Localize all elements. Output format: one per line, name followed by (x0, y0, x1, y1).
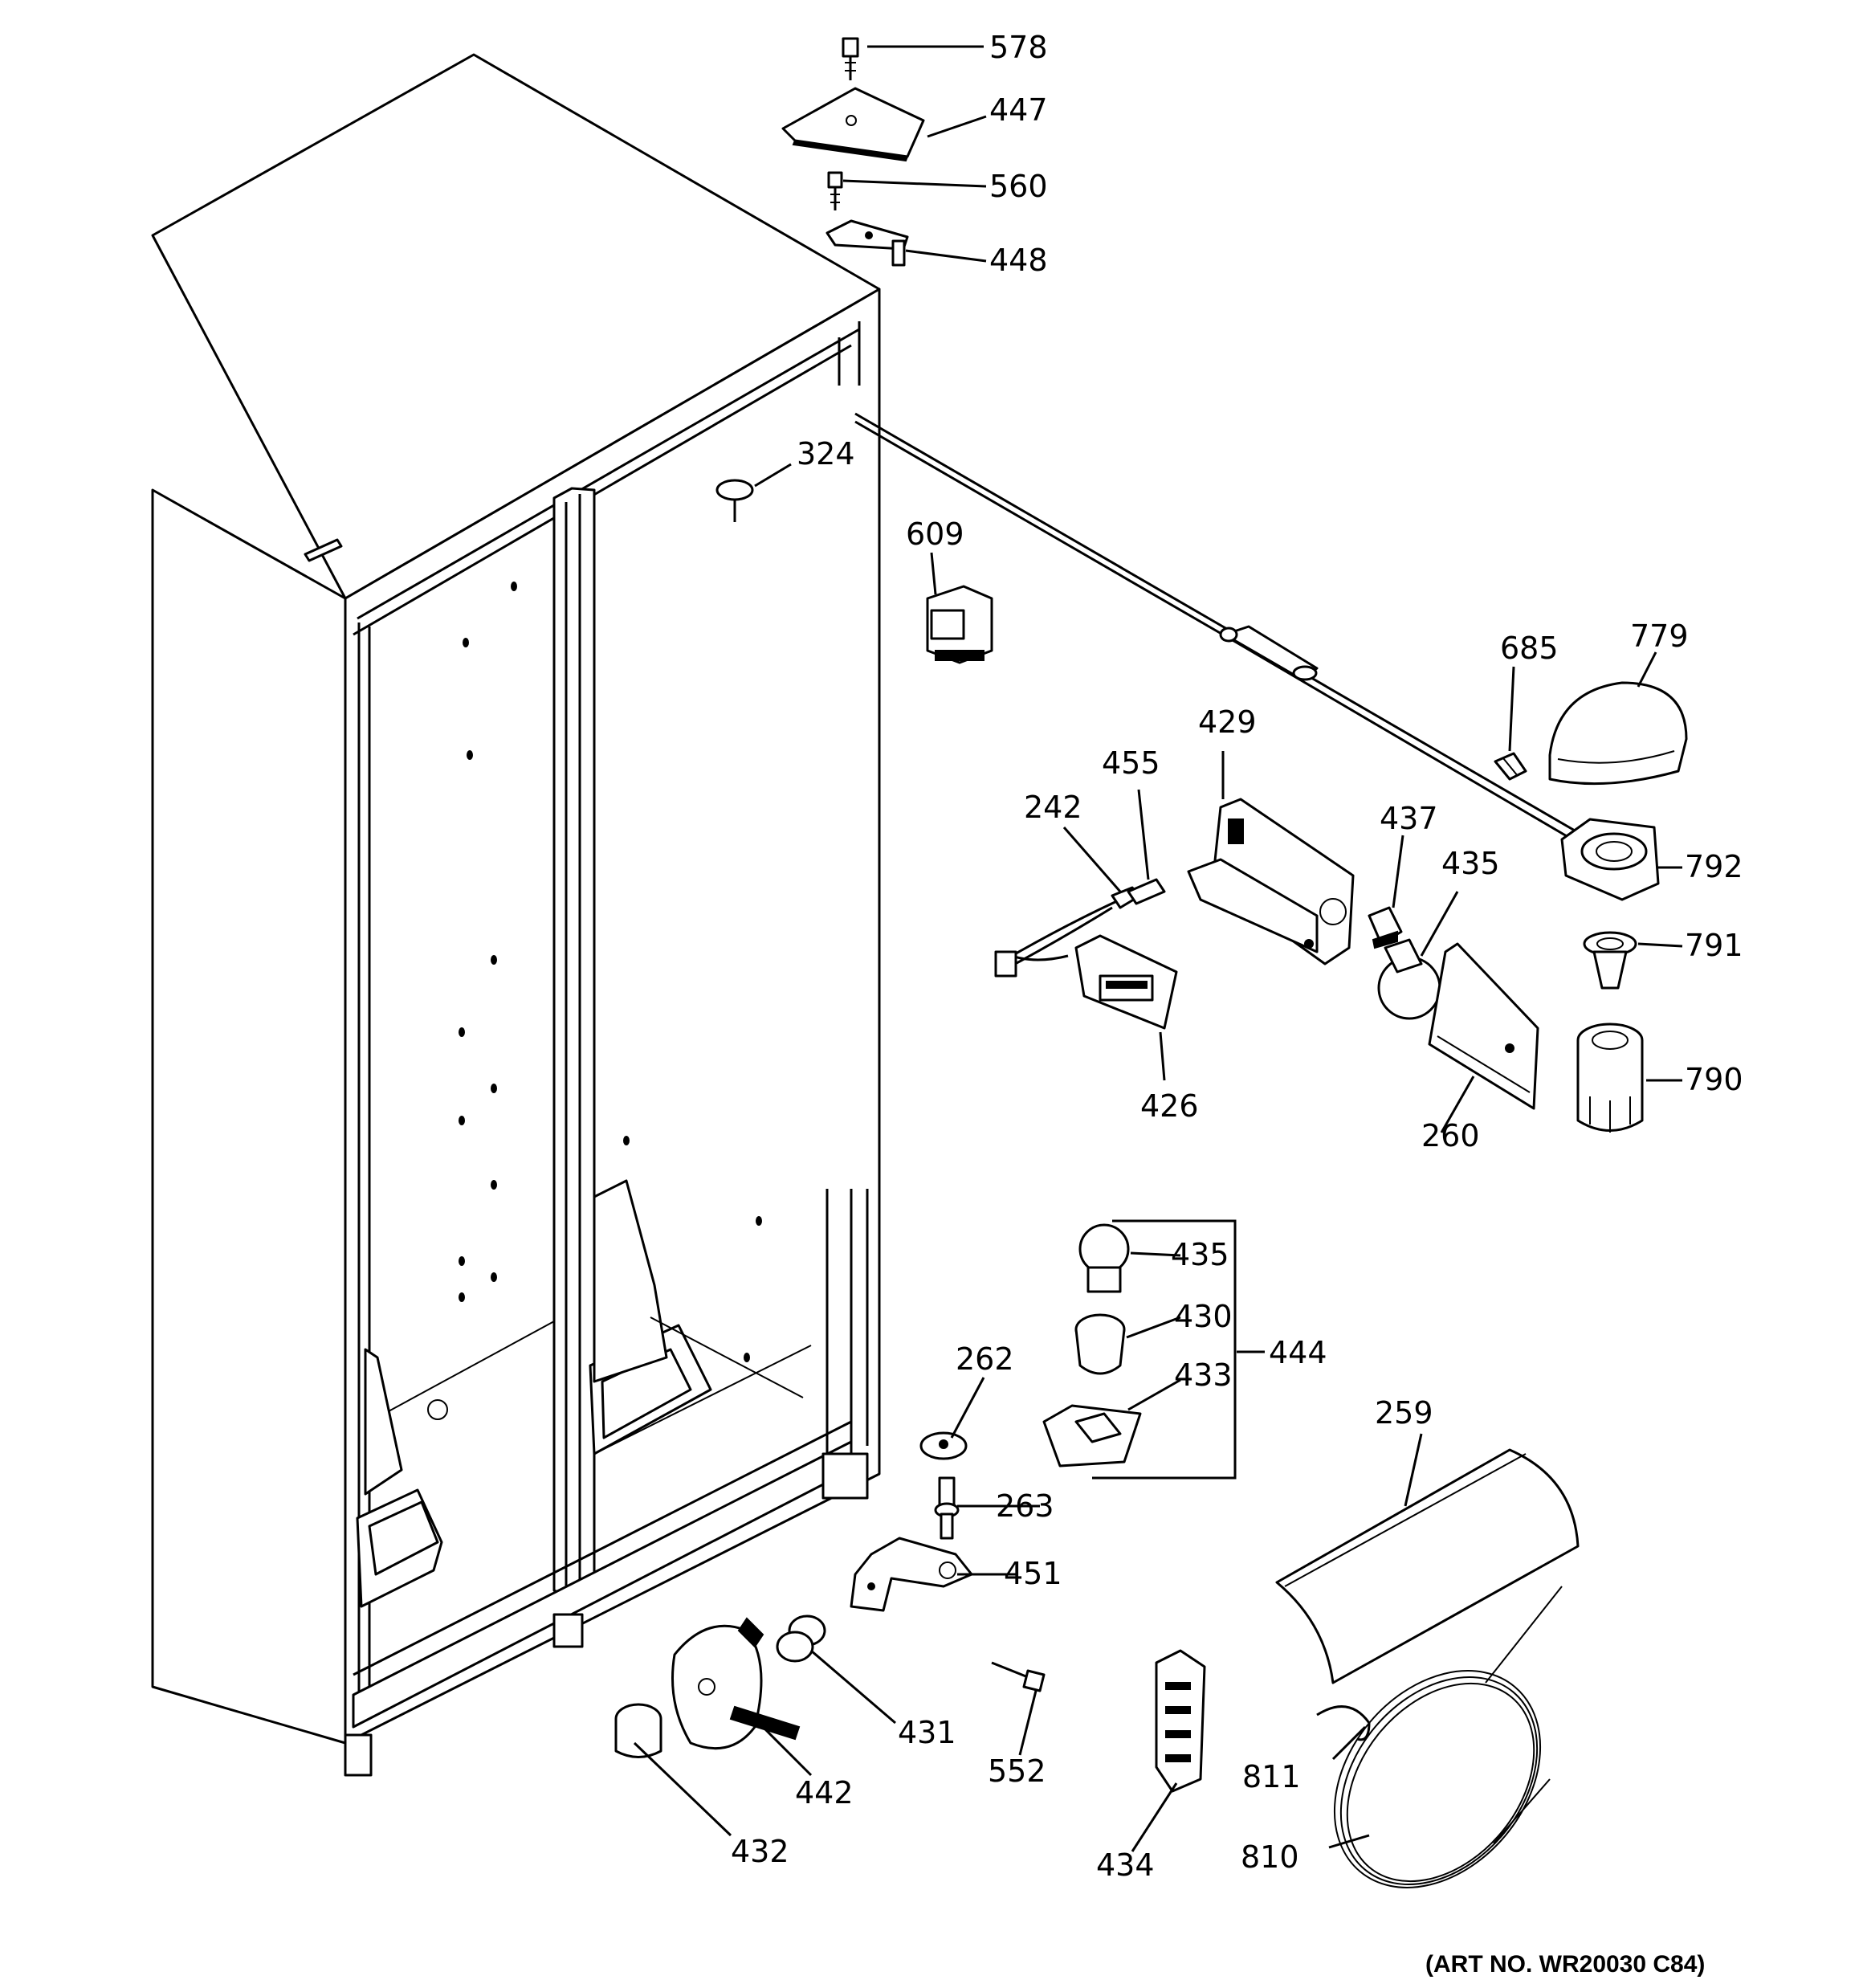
screw-552 (991, 1661, 1046, 1692)
callout-560: 560 (989, 169, 1048, 204)
callout-426: 426 (1140, 1088, 1199, 1124)
callout-435-upper: 435 (1441, 846, 1500, 881)
bushing-432 (614, 1703, 662, 1758)
hinge-cover-447 (781, 87, 925, 162)
callout-259: 259 (1375, 1395, 1433, 1431)
callout-455: 455 (1102, 745, 1160, 781)
callout-451: 451 (1004, 1556, 1062, 1591)
callout-811: 811 (1242, 1759, 1301, 1794)
callout-552: 552 (988, 1753, 1046, 1789)
clip-811 (1316, 1705, 1371, 1741)
cover-259 (1275, 1448, 1580, 1684)
callout-578: 578 (989, 30, 1048, 65)
callout-810: 810 (1241, 1839, 1299, 1875)
callout-260: 260 (1421, 1118, 1480, 1153)
callout-444: 444 (1269, 1335, 1327, 1370)
module-426 (1074, 934, 1178, 1030)
cap-790 (1576, 1023, 1644, 1133)
control-429 (1187, 798, 1355, 965)
hinge-451 (850, 1537, 973, 1612)
cam-442 (671, 1617, 801, 1750)
callout-433: 433 (1174, 1357, 1233, 1393)
screw-685 (1494, 752, 1527, 781)
light-socket-792 (1560, 818, 1660, 901)
housing-433 (1042, 1404, 1142, 1468)
callout-242: 242 (1024, 790, 1082, 825)
callout-447: 447 (989, 92, 1048, 128)
cam-262 (919, 1431, 968, 1460)
callout-437: 437 (1380, 801, 1438, 836)
socket-437 (1368, 906, 1403, 949)
callout-609: 609 (906, 516, 964, 552)
screw-560 (827, 171, 843, 210)
leader-lines (633, 45, 1683, 1852)
art-number: (ART NO. WR20030 C84) (1425, 1951, 1705, 1978)
callout-430: 430 (1174, 1299, 1233, 1334)
tubing-810 (1333, 1586, 1563, 1888)
bulb-435-upper (1377, 938, 1441, 1020)
callout-685: 685 (1500, 631, 1559, 666)
callout-434: 434 (1096, 1847, 1155, 1883)
relay-609 (926, 585, 993, 664)
harness-242 (994, 886, 1142, 978)
pin-263 (934, 1476, 960, 1540)
callout-262: 262 (956, 1341, 1014, 1377)
bracket-444 (1092, 1219, 1237, 1480)
callout-435-lower: 435 (1171, 1237, 1229, 1272)
callout-791: 791 (1685, 928, 1743, 963)
callout-792: 792 (1685, 849, 1743, 884)
callout-448: 448 (989, 243, 1048, 278)
grille-434 (1155, 1649, 1206, 1793)
callout-442: 442 (795, 1775, 854, 1810)
top-hinge-448 (826, 219, 909, 267)
callout-779: 779 (1630, 618, 1689, 654)
screw-578 (842, 37, 859, 80)
refrigerator-cabinet (151, 53, 881, 1777)
connector-455 (1127, 878, 1166, 905)
callout-790: 790 (1685, 1062, 1743, 1097)
callout-263: 263 (996, 1488, 1054, 1524)
callout-429: 429 (1198, 704, 1257, 740)
plug-button-324 (715, 479, 754, 522)
cabinet-screw-holes (427, 582, 762, 1420)
callout-431: 431 (898, 1715, 956, 1750)
socket-791 (1583, 931, 1637, 990)
bushing-431 (776, 1614, 826, 1663)
socket-430 (1074, 1313, 1126, 1375)
callout-labels: 578 447 560 448 324 609 685 779 429 455 … (731, 30, 1743, 1883)
water-tube (854, 412, 1591, 849)
light-cover-260 (1428, 942, 1539, 1110)
light-shield-779 (1548, 681, 1688, 786)
callout-432: 432 (731, 1834, 789, 1869)
bulb-435-lower (1078, 1223, 1130, 1293)
callout-324: 324 (797, 436, 855, 471)
